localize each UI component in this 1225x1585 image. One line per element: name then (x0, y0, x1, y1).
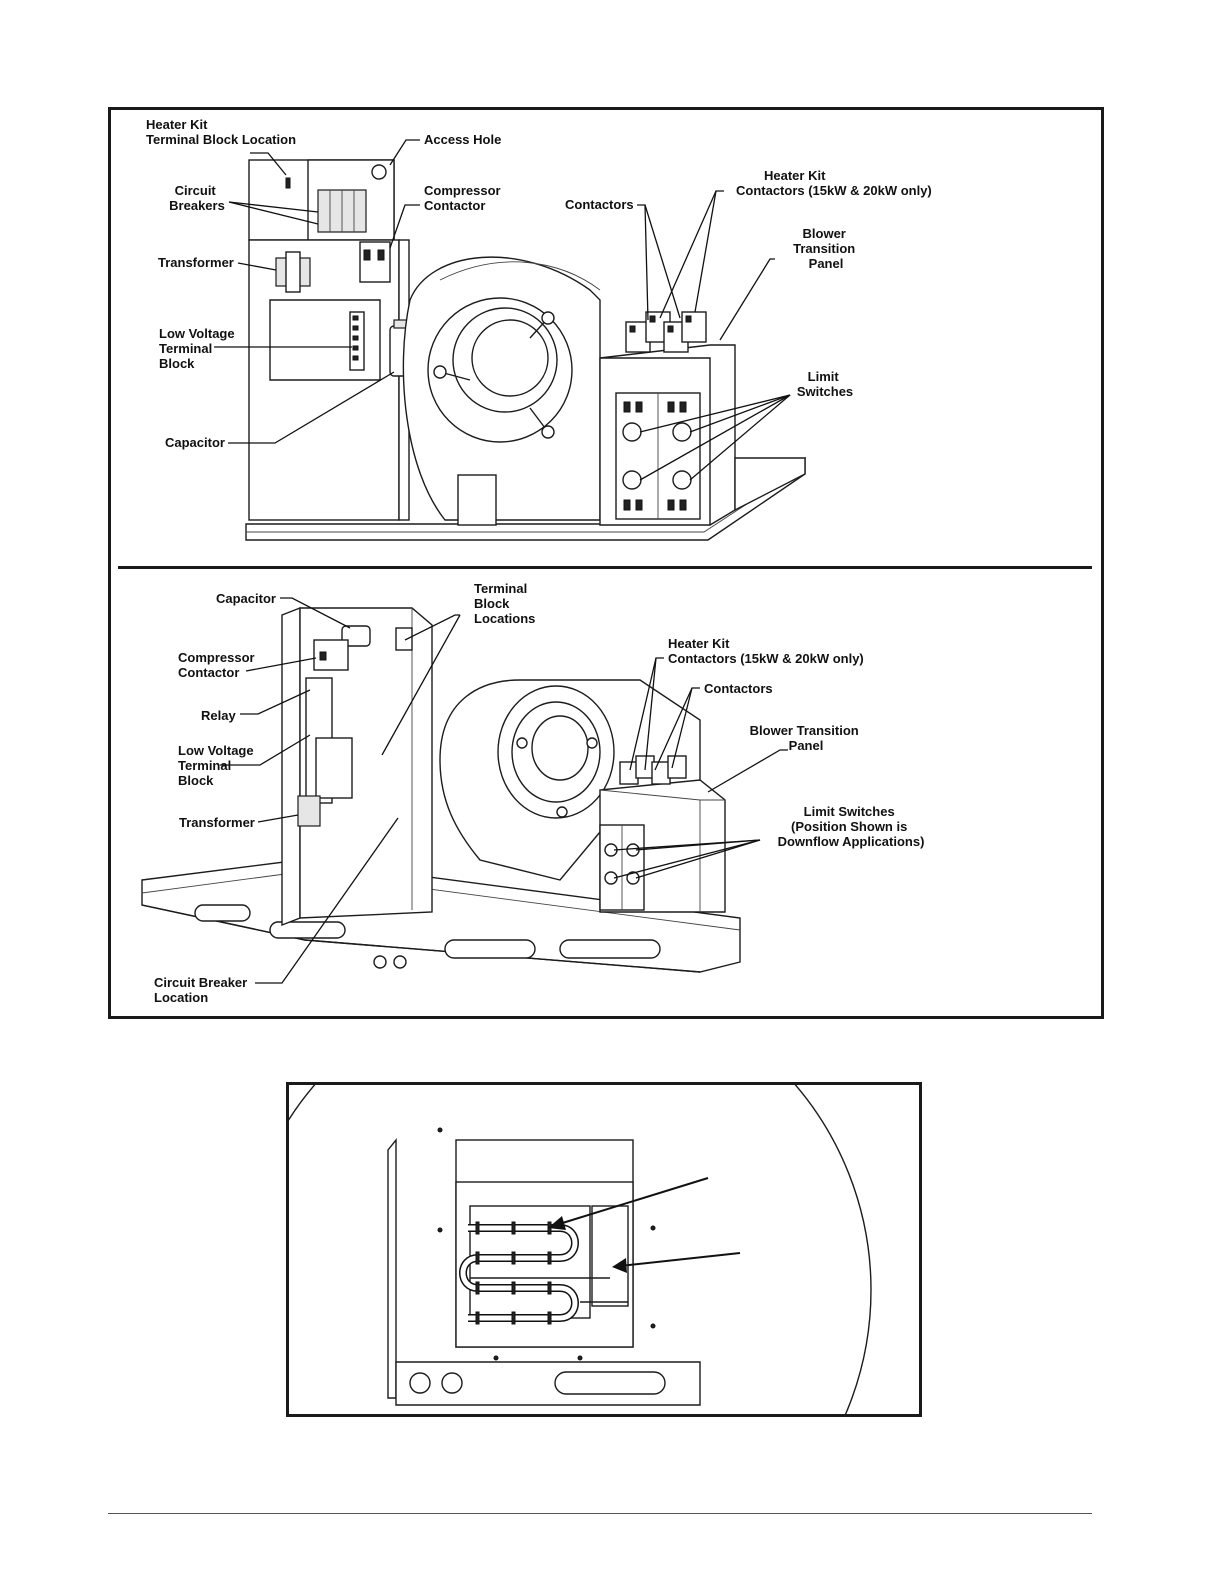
label-limit-switches: Limit Switches (797, 369, 853, 399)
top-figure-frame (108, 107, 1104, 1019)
label-relay: Relay (201, 708, 236, 723)
label-low-voltage-terminal-block: Low Voltage Terminal Block (159, 326, 238, 371)
middle-leader-lines (220, 597, 788, 984)
top-labels: Heater Kit Terminal Block Location Acces… (146, 117, 932, 450)
label-circuit-breaker-location: Circuit Breaker Location (154, 975, 251, 1005)
label-heater-kit-terminal-block: Heater Kit Terminal Block Location (146, 117, 296, 147)
label-limit-switches-2: Limit Switches (Position Shown is Downfl… (778, 804, 925, 849)
label-compressor-contactor: Compressor Contactor (424, 183, 504, 213)
figure-divider (118, 566, 1092, 569)
label-transformer-2: Transformer (179, 815, 255, 830)
footer-rule (108, 1513, 1092, 1514)
bottom-detail-drawing (289, 1085, 872, 1414)
label-compressor-contactor-2: Compressor Contactor (178, 650, 258, 680)
label-transformer: Transformer (158, 255, 234, 270)
label-heater-kit-contactors: Heater Kit Contactors (15kW & 20kW only) (736, 168, 932, 198)
top-leader-lines (214, 139, 791, 481)
label-capacitor: Capacitor (165, 435, 225, 450)
label-heater-kit-contactors-2: Heater Kit Contactors (15kW & 20kW only) (668, 636, 864, 666)
label-circuit-breakers: Circuit Breakers (169, 183, 225, 213)
label-contactors: Contactors (565, 197, 634, 212)
middle-labels: Capacitor Terminal Block Locations Compr… (154, 581, 924, 1005)
top-unit-drawing (245, 159, 806, 541)
label-access-hole: Access Hole (424, 132, 501, 147)
label-blower-transition-panel-2: Blower Transition Panel (750, 723, 863, 753)
bottom-figure-frame (286, 1082, 922, 1417)
label-blower-transition-panel: Blower Transition Panel (793, 226, 859, 271)
label-low-voltage-terminal-block-2: Low Voltage Terminal Block (178, 743, 257, 788)
middle-unit-drawing (141, 606, 741, 973)
label-contactors-2: Contactors (704, 681, 773, 696)
label-capacitor-2: Capacitor (216, 591, 276, 606)
label-terminal-block-locations: Terminal Block Locations (474, 581, 535, 626)
